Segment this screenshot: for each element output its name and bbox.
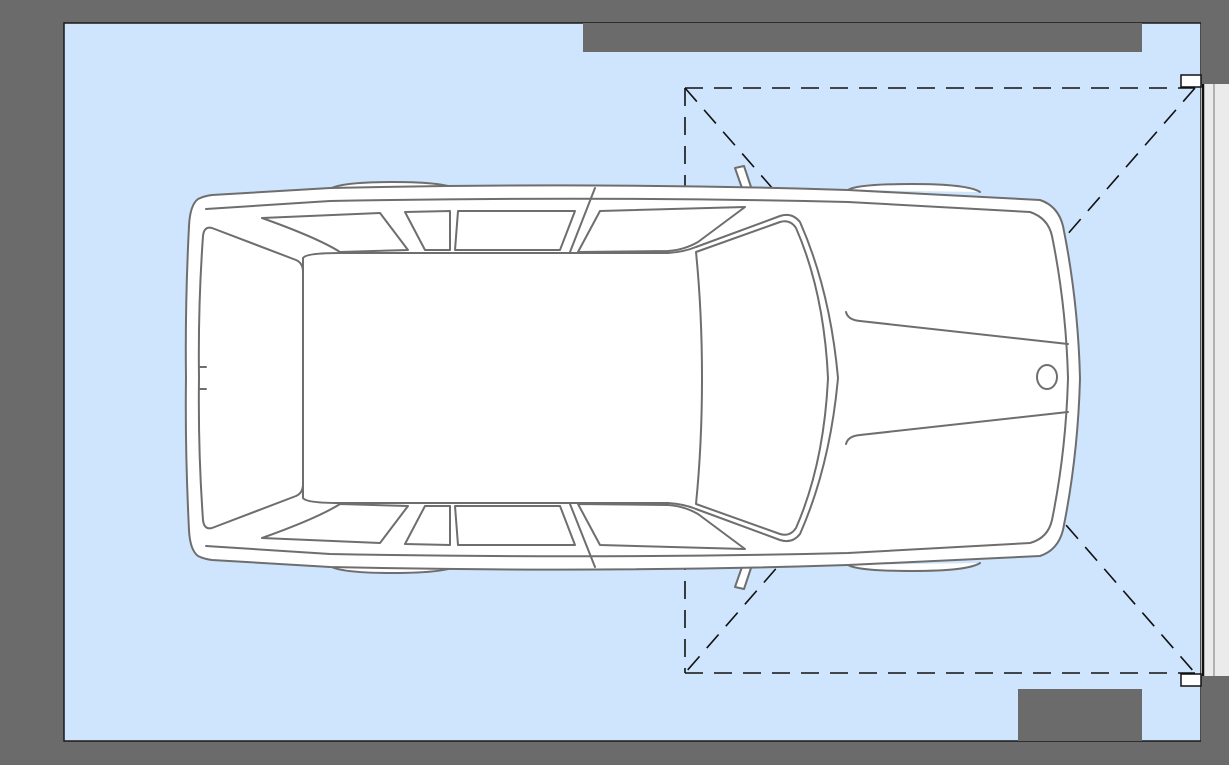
side-window-mid-rear-right <box>404 505 451 546</box>
side-window-front-right <box>577 503 746 550</box>
side-window-mid-rear-left <box>404 210 451 251</box>
side-window-mid-front-right <box>454 505 576 546</box>
door-opening <box>1201 84 1229 676</box>
side-window-front-left <box>577 206 746 253</box>
hood-emblem <box>1036 364 1058 390</box>
wall-notch-top <box>583 23 1142 52</box>
wheel-arch-front-left <box>847 183 981 193</box>
pillar-right <box>569 503 596 568</box>
hood-crease-lower <box>845 411 1069 445</box>
door-post-bottom <box>1180 673 1202 687</box>
side-window-rear-right <box>261 503 409 544</box>
wall-notch-bottom <box>1018 689 1142 741</box>
door-post-top <box>1180 74 1202 88</box>
side-window-mid-front-left <box>454 210 576 251</box>
wheel-arch-front-right <box>847 562 981 572</box>
rear-window <box>197 226 304 530</box>
windshield <box>695 220 829 536</box>
car-top-view <box>184 165 1081 590</box>
wall-right-upper <box>1201 0 1229 84</box>
hood-crease-upper <box>845 311 1069 345</box>
pillar-left <box>569 187 596 253</box>
garage-door <box>1180 74 1229 687</box>
body-inner-line <box>205 197 1069 558</box>
side-window-rear-left <box>261 212 409 253</box>
wall-right-lower <box>1201 676 1229 765</box>
